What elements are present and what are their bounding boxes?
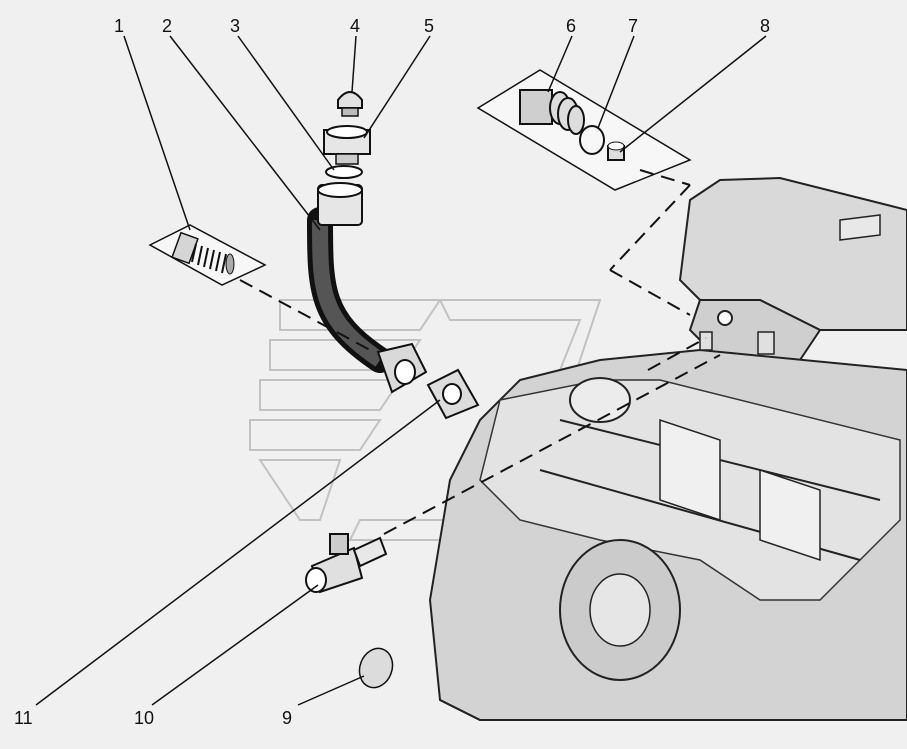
part-5-nut [323, 125, 371, 165]
part-9-disc [358, 647, 394, 689]
leader-lines [35, 35, 767, 706]
callout-9: 9 [282, 708, 292, 728]
part-7-o-ring [579, 125, 605, 155]
parts-6-7-8-inset [476, 69, 692, 191]
part-1-bolt [148, 224, 267, 286]
part-8-valve [607, 141, 625, 161]
callout-3: 3 [230, 16, 240, 36]
callout-6: 6 [566, 16, 576, 36]
callout-4: 4 [350, 16, 360, 36]
callout-2: 2 [162, 16, 172, 36]
callout-labels: 1 2 3 4 5 6 7 8 9 10 11 [14, 16, 770, 728]
engine-block [428, 176, 907, 721]
part-6-plug [519, 89, 553, 125]
part-11-gasket [426, 368, 480, 420]
callout-5: 5 [424, 16, 434, 36]
part-6-thread [549, 91, 585, 135]
callout-8: 8 [760, 16, 770, 36]
callout-10: 10 [134, 708, 154, 728]
part-3-washer [325, 165, 363, 179]
assembly-dashed-lines [239, 169, 721, 535]
part-2-pipe [307, 182, 428, 394]
part-10-drain-cock [305, 533, 388, 594]
callout-1: 1 [114, 16, 124, 36]
callout-7: 7 [628, 16, 638, 36]
callout-11: 11 [14, 708, 33, 728]
part-4-cap [337, 91, 363, 117]
